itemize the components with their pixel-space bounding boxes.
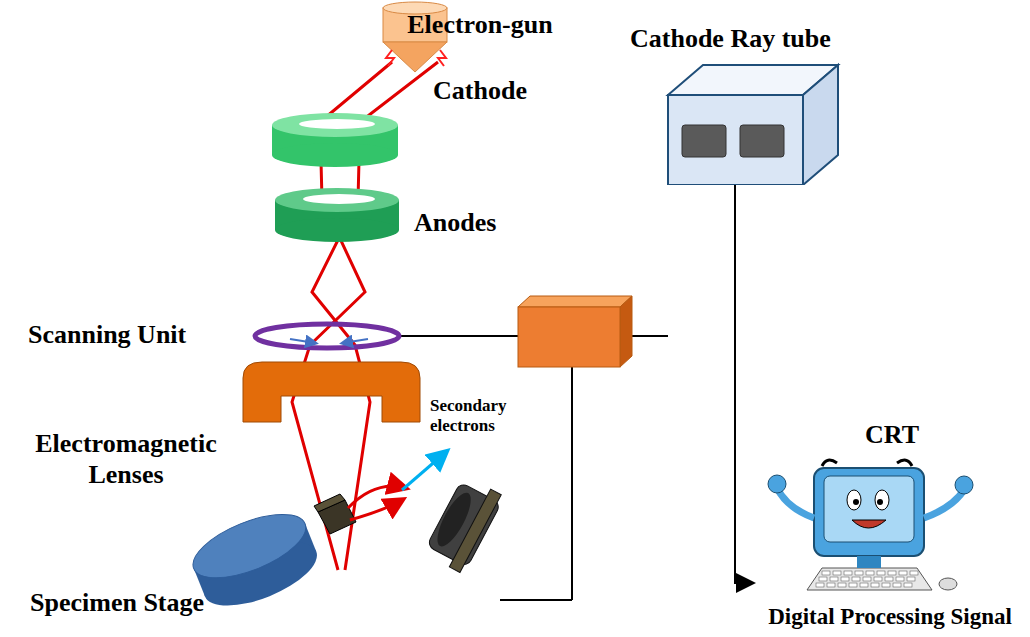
scattered-electrons xyxy=(348,486,405,520)
component-label: Anodes xyxy=(414,208,534,238)
signal-arrow xyxy=(735,185,752,583)
electromagnetic-lens xyxy=(243,362,420,422)
secondary-electron-arrow xyxy=(402,452,446,490)
computer-icon xyxy=(752,418,1028,636)
component-label: Cathode Ray tube xyxy=(630,24,880,54)
signal-wires xyxy=(400,336,668,600)
anode xyxy=(275,188,399,242)
component-label: Electromagnetic Lenses xyxy=(4,428,248,490)
component-label: Specimen Stage xyxy=(30,588,270,618)
scanning-coil xyxy=(255,324,399,348)
specimen xyxy=(314,494,356,534)
specimen-stage xyxy=(185,501,325,618)
signal-amplifier xyxy=(518,296,632,367)
output-label: Digital Processing Signal xyxy=(752,604,1028,630)
anode xyxy=(272,113,398,167)
component-label: Electron-gun Cathode xyxy=(385,0,575,124)
signal-label: Secondary electrons xyxy=(430,396,530,435)
crt-unit: Cathode Ray tube xyxy=(630,20,880,185)
component-label: Scanning Unit xyxy=(28,320,248,350)
component-label: CRT xyxy=(832,420,952,450)
computer-display: CRT Digital Processing Signal xyxy=(752,418,1028,636)
detector xyxy=(423,475,505,574)
